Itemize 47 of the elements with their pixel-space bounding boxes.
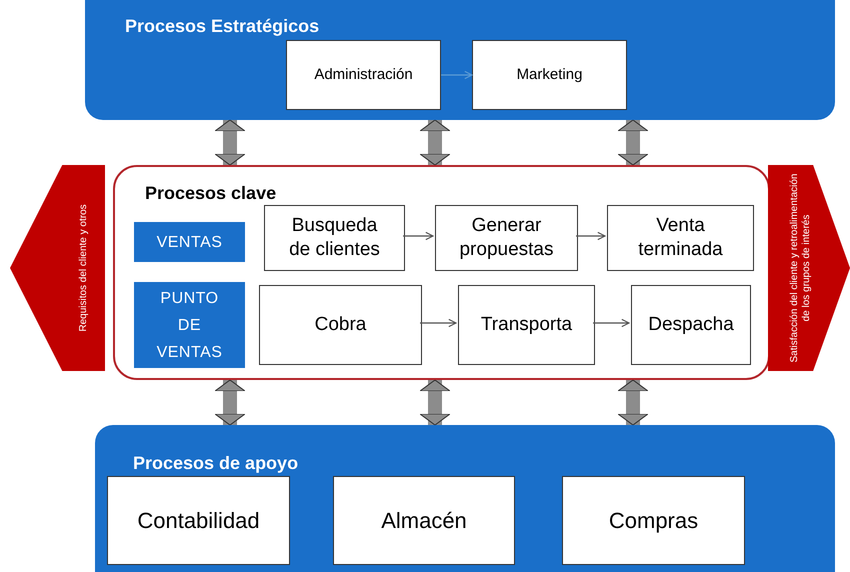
box-label: Busqueda de clientes — [288, 214, 381, 262]
process-box — [562, 476, 745, 565]
block-arrow — [214, 380, 246, 426]
block-arrow — [420, 120, 450, 166]
process-box — [264, 205, 405, 271]
box-label: PUNTO DE VENTAS — [156, 288, 224, 362]
process-band — [85, 0, 835, 120]
process-box — [333, 476, 515, 565]
arrow-caption: Satisfacción del cliente y retroalimentación de los grupos de interés — [788, 172, 813, 364]
box-label: Venta terminada — [637, 214, 724, 262]
category-label — [134, 222, 245, 262]
block-arrow — [420, 380, 450, 426]
category-label — [134, 282, 245, 368]
process-group — [113, 165, 770, 380]
box-label: Despacha — [647, 313, 735, 337]
box-label: Marketing — [516, 66, 584, 84]
process-box — [286, 40, 441, 110]
process-box — [472, 40, 627, 110]
process-box — [631, 285, 751, 365]
block-arrow — [214, 120, 246, 166]
process-box — [458, 285, 595, 365]
direction-arrow-shape — [10, 165, 105, 371]
block-arrow — [618, 380, 648, 426]
arrow — [403, 232, 434, 240]
process-box — [107, 476, 290, 565]
band-heading: Procesos Estratégicos — [125, 16, 320, 37]
process-box — [607, 205, 754, 271]
box-label: Compras — [608, 506, 700, 534]
box-label: Transporta — [480, 313, 574, 337]
arrow — [441, 70, 473, 80]
direction-arrow-shape — [768, 165, 850, 371]
band-heading: Procesos de apoyo — [133, 453, 298, 474]
process-box — [259, 285, 422, 365]
box-label: Generar propuestas — [458, 214, 554, 262]
box-label: Contabilidad — [136, 506, 261, 534]
arrow — [420, 318, 457, 328]
box-label: Cobra — [314, 313, 368, 337]
arrow-caption: Requisitos del cliente y otros — [77, 203, 90, 334]
box-label: Almacén — [380, 506, 468, 534]
group-heading: Procesos clave — [145, 183, 276, 204]
arrow — [593, 318, 630, 328]
process-box — [435, 205, 578, 271]
box-label: Administración — [313, 66, 414, 84]
box-label: VENTAS — [156, 232, 224, 252]
arrow — [576, 232, 606, 240]
block-arrow — [618, 120, 648, 166]
process-band — [95, 425, 835, 572]
